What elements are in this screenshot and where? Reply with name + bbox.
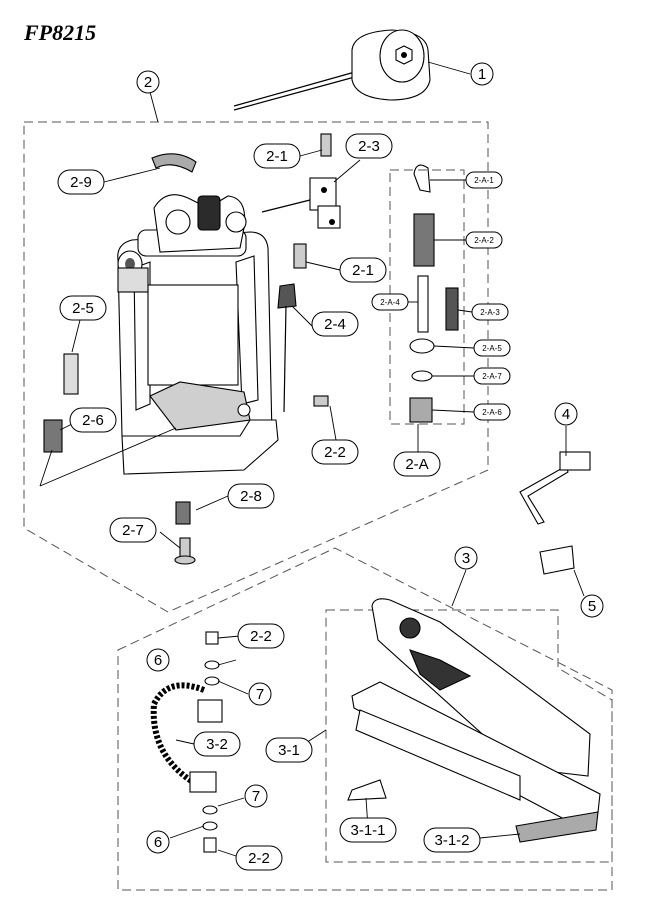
callout-5-label: 5 — [588, 598, 596, 615]
set-screw-lower-part — [293, 243, 307, 269]
pedal-sub-box — [325, 609, 613, 863]
callout-7-top-label: 7 — [256, 686, 264, 703]
pedal-frame-part — [117, 194, 279, 475]
callout-2-a-1: 2-A-1 — [465, 171, 503, 189]
spring-inner-part — [445, 287, 459, 331]
hinge-block-part — [261, 177, 341, 229]
spring-hook-part — [413, 164, 431, 193]
spring-washer-part — [411, 370, 433, 382]
callout-3-label: 3 — [462, 550, 470, 567]
frame-assembly-box — [23, 121, 489, 613]
callout-3-1: 3-1 — [265, 737, 313, 763]
callout-2-8: 2-8 — [227, 483, 275, 509]
spring-clip-part — [539, 545, 575, 575]
callout-2-2-top-label: 2-2 — [250, 628, 272, 645]
callout-3-1-2: 3-1-2 — [423, 827, 481, 853]
callout-2-a-4: 2-A-4 — [371, 293, 409, 311]
callout-2-a-4-label: 2-A-4 — [380, 298, 400, 307]
callout-1-label: 1 — [478, 66, 486, 83]
callout-2-2-bottom-label: 2-2 — [248, 850, 270, 867]
callout-2-8-label: 2-8 — [240, 488, 262, 505]
callout-1: 1 — [470, 62, 494, 86]
bottom-bolt-part — [174, 537, 196, 565]
callout-2-7-label: 2-7 — [122, 522, 144, 539]
callout-3-1-label: 3-1 — [278, 742, 300, 759]
callout-2-a-5-label: 2-A-5 — [482, 344, 502, 353]
callout-2-4-label: 2-4 — [324, 316, 346, 333]
callout-2-3-label: 2-3 — [358, 138, 380, 155]
callout-2-1-upper-label: 2-1 — [266, 148, 288, 165]
callout-3-1-1: 3-1-1 — [339, 817, 397, 843]
callout-2-a-label: 2-A — [405, 456, 428, 473]
callout-7-bottom: 7 — [244, 784, 268, 808]
callout-3-1-2-label: 3-1-2 — [434, 832, 469, 849]
callout-2-a-5: 2-A-5 — [473, 339, 511, 357]
callout-2-6: 2-6 — [69, 407, 117, 433]
callout-2-9-label: 2-9 — [70, 174, 92, 191]
cam-sprocket-part — [151, 153, 197, 173]
callout-2-3: 2-3 — [345, 133, 393, 159]
callout-2-a-3: 2-A-3 — [471, 303, 509, 321]
callout-3-2: 3-2 — [193, 731, 241, 757]
model-title: FP8215 — [23, 20, 96, 45]
callout-7-top: 7 — [248, 682, 272, 706]
callout-3: 3 — [454, 546, 478, 570]
spring-nut-part — [409, 338, 435, 354]
callout-2-1-upper: 2-1 — [253, 143, 301, 169]
callout-6-bottom: 6 — [146, 830, 170, 854]
callout-2-4: 2-4 — [311, 311, 359, 337]
spring-part — [43, 419, 63, 453]
callout-3-1-1-label: 3-1-1 — [350, 822, 385, 839]
callout-2-a-2-label: 2-A-2 — [474, 236, 494, 245]
callout-5: 5 — [580, 594, 604, 618]
callout-2-1-lower: 2-1 — [339, 257, 387, 283]
tension-knob-part — [277, 283, 297, 309]
set-screw-upper-part — [320, 133, 332, 157]
callout-2-2-top: 2-2 — [237, 623, 285, 649]
callout-4-label: 4 — [562, 406, 570, 423]
callout-2-2-frame-label: 2-2 — [324, 444, 346, 461]
callout-3-2-label: 3-2 — [206, 736, 228, 753]
callout-2-2-frame: 2-2 — [311, 439, 359, 465]
callout-4: 4 — [554, 402, 578, 426]
callout-2-a-1-label: 2-A-1 — [474, 176, 494, 185]
tension-spring-part — [413, 213, 435, 267]
callout-2-a-7-label: 2-A-7 — [482, 372, 502, 381]
callout-2-a-6-label: 2-A-6 — [482, 408, 502, 417]
spring-rod-part — [417, 275, 429, 333]
spring-screw-part — [63, 353, 79, 395]
callout-2-6-label: 2-6 — [82, 412, 104, 429]
footboard-part — [347, 598, 601, 843]
callout-6-bottom-label: 6 — [154, 834, 162, 851]
callout-2-a-2: 2-A-2 — [465, 231, 503, 249]
callout-2-5: 2-5 — [59, 295, 107, 321]
callout-2: 2 — [136, 70, 160, 94]
callout-2-7: 2-7 — [109, 517, 157, 543]
spring-knob-part — [409, 397, 433, 423]
callout-2-5-label: 2-5 — [72, 300, 94, 317]
callout-2-1-lower-label: 2-1 — [352, 262, 374, 279]
drum-key-head-part — [559, 451, 591, 471]
callout-2-9: 2-9 — [57, 169, 105, 195]
drum-key-part — [519, 465, 569, 525]
callout-2-label: 2 — [144, 74, 152, 91]
spring-assembly-box — [389, 169, 465, 425]
bolt-frame-part — [313, 395, 329, 407]
callout-6-top-label: 6 — [154, 652, 162, 669]
callout-2-2-bottom: 2-2 — [235, 845, 283, 871]
callout-2-a-3-label: 2-A-3 — [480, 308, 500, 317]
spring-post-part — [175, 501, 191, 525]
callout-6-top: 6 — [146, 648, 170, 672]
callout-2-a-6: 2-A-6 — [473, 403, 511, 421]
beater-part — [233, 29, 431, 111]
callout-2-a: 2-A — [393, 451, 441, 477]
callout-2-a-7: 2-A-7 — [473, 367, 511, 385]
callout-7-bottom-label: 7 — [252, 788, 260, 805]
